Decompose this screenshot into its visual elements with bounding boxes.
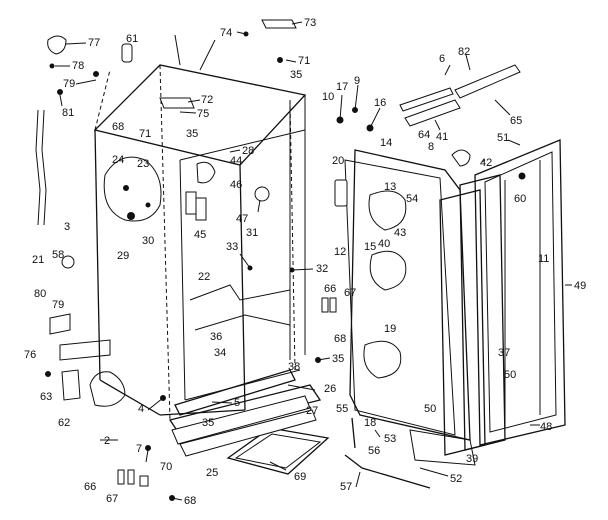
part-label-50: 50 — [504, 369, 516, 381]
part-label-20: 20 — [332, 155, 344, 167]
door-gaskets — [409, 139, 566, 466]
part-label-35: 35 — [202, 417, 214, 429]
part-label-42: 42 — [480, 157, 492, 169]
part-label-25: 25 — [206, 467, 218, 479]
part-label-10: 10 — [322, 91, 334, 103]
part-label-55: 55 — [336, 403, 348, 415]
part-label-65: 65 — [510, 115, 522, 127]
part-label-26: 26 — [324, 383, 336, 395]
part-label-62: 62 — [58, 417, 70, 429]
part-label-79: 79 — [52, 299, 64, 311]
part-label-78: 78 — [72, 60, 84, 72]
part-label-38: 38 — [288, 361, 300, 373]
part-label-76: 76 — [24, 349, 36, 361]
part-label-64: 64 — [418, 129, 430, 141]
part-label-57: 57 — [340, 481, 352, 493]
part-label-29: 29 — [117, 250, 129, 262]
part-label-34: 34 — [214, 347, 226, 359]
part-label-21: 21 — [32, 254, 44, 266]
part-label-14: 14 — [380, 137, 392, 149]
misc-parts — [35, 19, 526, 501]
part-label-39: 39 — [466, 453, 478, 465]
part-label-41: 41 — [436, 131, 448, 143]
part-label-75: 75 — [197, 108, 209, 120]
part-label-9: 9 — [354, 75, 360, 87]
part-label-74: 74 — [220, 27, 232, 39]
part-label-53: 53 — [384, 433, 396, 445]
part-label-33: 33 — [226, 241, 238, 253]
part-label-58: 58 — [52, 249, 64, 261]
part-label-4: 4 — [138, 403, 144, 415]
part-label-46: 46 — [230, 179, 242, 191]
part-label-67: 67 — [344, 287, 356, 299]
part-label-13: 13 — [384, 181, 396, 193]
leader-lines — [55, 21, 572, 501]
part-label-67: 67 — [106, 493, 118, 505]
part-label-69: 69 — [294, 471, 306, 483]
part-label-52: 52 — [450, 473, 462, 485]
part-label-72: 72 — [201, 94, 213, 106]
part-label-82: 82 — [458, 46, 470, 58]
part-label-54: 54 — [406, 193, 418, 205]
part-label-31: 31 — [246, 227, 258, 239]
part-label-73: 73 — [304, 17, 316, 29]
part-label-27: 27 — [306, 405, 318, 417]
part-label-11: 11 — [538, 253, 549, 265]
part-label-70: 70 — [160, 461, 172, 473]
part-label-8: 8 — [428, 141, 434, 153]
part-label-15: 15 — [364, 241, 376, 253]
part-label-24: 24 — [112, 154, 124, 166]
part-label-19: 19 — [384, 323, 396, 335]
part-label-32: 32 — [316, 263, 328, 275]
part-label-61: 61 — [126, 33, 138, 45]
part-label-77: 77 — [88, 37, 100, 49]
part-label-71: 71 — [139, 128, 151, 140]
part-label-68: 68 — [334, 333, 346, 345]
cabinet-shell — [59, 34, 322, 436]
part-label-12: 12 — [334, 246, 346, 258]
part-label-7: 7 — [136, 443, 142, 455]
part-label-63: 63 — [40, 391, 52, 403]
part-label-30: 30 — [142, 235, 154, 247]
part-label-35: 35 — [332, 353, 344, 365]
part-label-22: 22 — [198, 271, 210, 283]
part-label-45: 45 — [194, 229, 206, 241]
part-label-5: 5 — [234, 397, 240, 409]
part-label-40: 40 — [378, 238, 390, 250]
part-label-3: 3 — [64, 221, 70, 233]
part-label-17: 17 — [336, 81, 348, 93]
part-label-50: 50 — [424, 403, 436, 415]
part-label-60: 60 — [514, 193, 526, 205]
part-label-36: 36 — [210, 331, 222, 343]
part-label-44: 44 — [230, 155, 242, 167]
part-label-66: 66 — [84, 481, 96, 493]
part-label-48: 48 — [540, 421, 552, 433]
part-label-6: 6 — [439, 53, 445, 65]
part-label-16: 16 — [374, 97, 386, 109]
part-label-18: 18 — [364, 417, 376, 429]
part-label-66: 66 — [324, 283, 336, 295]
part-label-35: 35 — [290, 69, 302, 81]
part-label-80: 80 — [34, 288, 46, 300]
part-label-68: 68 — [112, 121, 124, 133]
part-label-49: 49 — [574, 280, 586, 292]
part-label-28: 28 — [242, 145, 254, 157]
part-label-47: 47 — [236, 213, 248, 225]
part-label-2: 2 — [104, 435, 110, 447]
part-label-37: 37 — [498, 347, 510, 359]
part-label-23: 23 — [137, 158, 149, 170]
part-label-35: 35 — [186, 128, 198, 140]
part-label-71: 71 — [298, 55, 310, 67]
part-label-51: 51 — [497, 132, 509, 144]
part-label-56: 56 — [368, 445, 380, 457]
part-label-68: 68 — [184, 495, 196, 507]
part-label-81: 81 — [62, 107, 74, 119]
part-label-43: 43 — [394, 227, 406, 239]
part-labels: 77 61 74 73 78 71 35 79 81 72 75 68 71 3… — [24, 17, 586, 507]
part-label-79: 79 — [63, 78, 75, 90]
